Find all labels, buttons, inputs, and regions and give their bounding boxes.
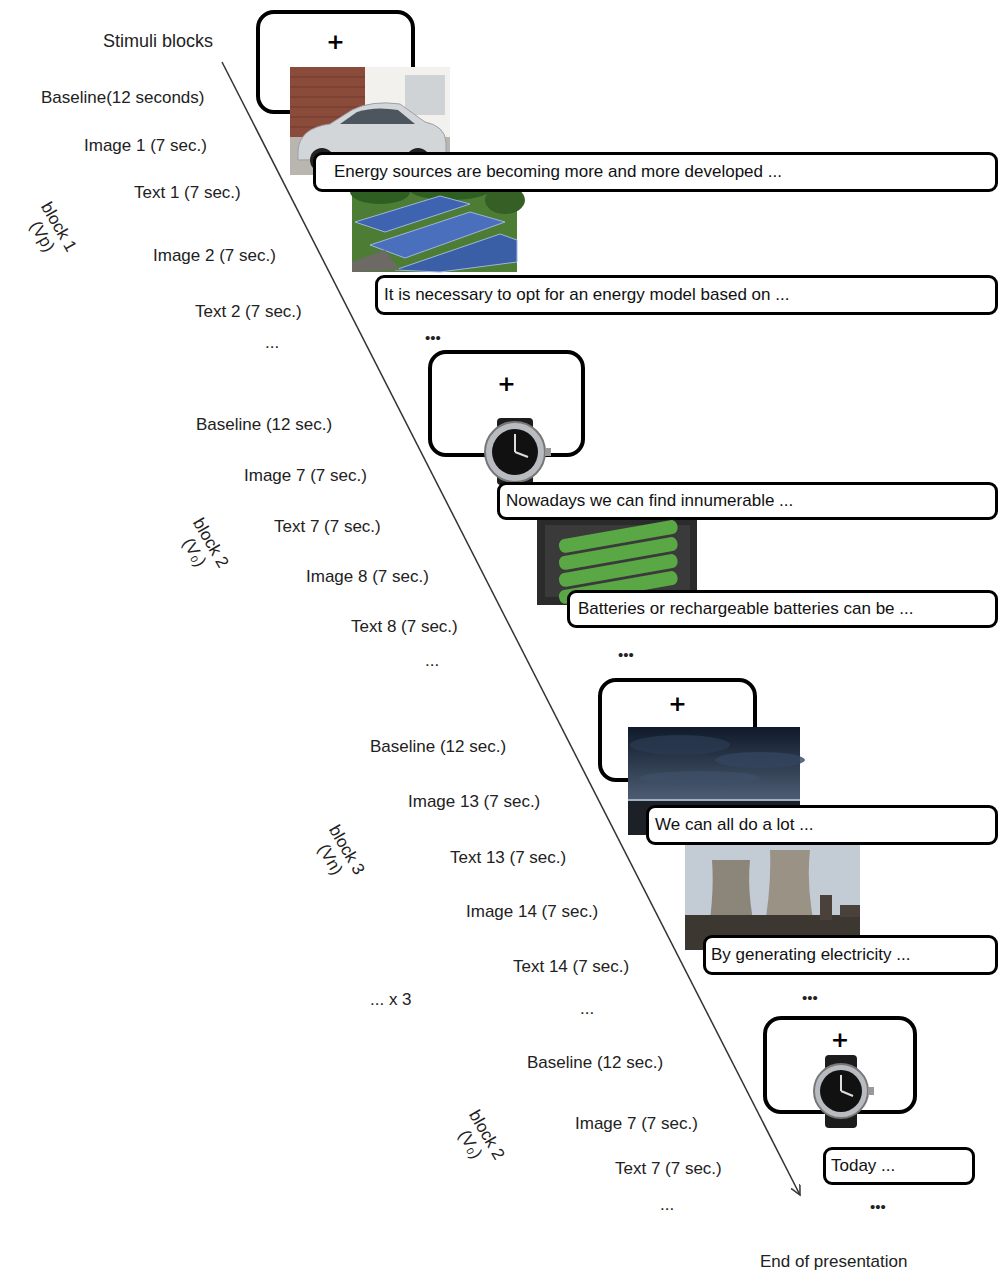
timeline-label: Text 7 (7 sec.): [274, 517, 381, 537]
shape-part: [395, 234, 517, 272]
text-box: It is necessary to opt for an energy mod…: [375, 275, 998, 315]
timeline-label: Baseline(12 seconds): [41, 88, 204, 108]
shape-part: [628, 799, 800, 801]
text-box: By generating electricity ...: [703, 935, 998, 975]
timeline-label: Image 8 (7 sec.): [306, 567, 429, 587]
block-label: block 3(Vn): [308, 822, 367, 887]
stimulus-text: By generating electricity ...: [711, 945, 910, 965]
shape-part: [405, 75, 445, 115]
timeline-label: Image 13 (7 sec.): [408, 792, 540, 812]
timeline-label: End of presentation: [760, 1252, 907, 1272]
shape-part: [685, 843, 860, 950]
shape-part: [492, 429, 538, 475]
fixation-cross: +: [326, 29, 344, 55]
text-box: Energy sources are becoming more and mor…: [313, 152, 998, 192]
timeline-label: •••: [618, 646, 634, 664]
power-plant-photo: [685, 843, 860, 950]
shape-part: [352, 250, 400, 272]
stimulus-text: Nowadays we can find innumerable ...: [506, 491, 793, 511]
text-box: Nowadays we can find innumerable ...: [497, 482, 998, 520]
timeline-label: •••: [870, 1198, 886, 1216]
timeline-label: Text 13 (7 sec.): [450, 848, 566, 868]
shape-part: [340, 108, 415, 124]
timeline-label: •••: [425, 329, 441, 347]
timeline-label: ...: [580, 999, 594, 1019]
fixation-cross: +: [497, 371, 515, 397]
shape-part: [515, 452, 528, 457]
timeline-label: ...: [660, 1195, 674, 1215]
timeline-label: Text 1 (7 sec.): [134, 183, 241, 203]
block-label: block 2(V₀): [172, 515, 231, 580]
stimulus-text: It is necessary to opt for an energy mod…: [384, 285, 789, 305]
shape-part: [545, 448, 551, 456]
shape-part: [514, 434, 516, 452]
stimulus-text: Batteries or rechargeable batteries can …: [578, 599, 913, 619]
shape-part: [841, 1091, 853, 1096]
timeline-label: Image 7 (7 sec.): [244, 466, 367, 486]
text-box: We can all do a lot ...: [646, 805, 998, 845]
timeline-label: Image 7 (7 sec.): [575, 1114, 698, 1134]
fixation-frame: +: [765, 1018, 915, 1112]
timeline-label: ... x 3: [370, 990, 412, 1010]
timeline-label: Baseline (12 sec.): [196, 415, 332, 435]
fixation-frame: +: [258, 12, 413, 112]
shape-part: [814, 1064, 868, 1118]
timeline-label: Baseline (12 sec.): [370, 737, 506, 757]
stimulus-text: Energy sources are becoming more and mor…: [334, 162, 782, 182]
shape-part: [840, 1075, 842, 1091]
timeline-label: Text 8 (7 sec.): [351, 617, 458, 637]
shape-part: [630, 735, 730, 755]
timeline-label: Image 14 (7 sec.): [466, 902, 598, 922]
watch-photo: [814, 1055, 874, 1128]
fixation-frame: +: [600, 680, 755, 780]
shape-part: [485, 422, 545, 482]
timeline-label: Text 14 (7 sec.): [513, 957, 629, 977]
shape-part: [820, 1070, 862, 1112]
stimulus-text: Today ...: [831, 1156, 895, 1176]
timeline-label: Image 2 (7 sec.): [153, 246, 276, 266]
shape-part: [868, 1087, 874, 1095]
timeline-label: •••: [802, 989, 818, 1007]
timeline-label: Text 2 (7 sec.): [195, 302, 302, 322]
fixation-frame: +: [430, 352, 583, 455]
text-box: Batteries or rechargeable batteries can …: [567, 590, 998, 628]
stimulus-text: We can all do a lot ...: [655, 815, 813, 835]
shape-part: [640, 771, 760, 785]
time-axis-arrow: [222, 62, 800, 1195]
timeline-label: Text 7 (7 sec.): [615, 1159, 722, 1179]
watch-photo: [485, 418, 551, 485]
column-heading: Stimuli blocks: [103, 31, 213, 53]
timeline-label: ...: [265, 333, 279, 353]
solar-panels-photo: [350, 180, 525, 272]
fixation-cross: +: [831, 1027, 849, 1053]
block-label: block 1(Vp): [20, 199, 79, 264]
fixation-cross: +: [668, 691, 686, 717]
shape-part: [820, 895, 832, 920]
text-box: Today ...: [823, 1147, 975, 1185]
timeline-label: ...: [425, 651, 439, 671]
shape-part: [840, 905, 860, 917]
block-label: block 2(V₀): [448, 1107, 507, 1172]
shape-part: [715, 752, 805, 768]
timeline-label: Image 1 (7 sec.): [84, 136, 207, 156]
timeline-label: Baseline (12 sec.): [527, 1053, 663, 1073]
